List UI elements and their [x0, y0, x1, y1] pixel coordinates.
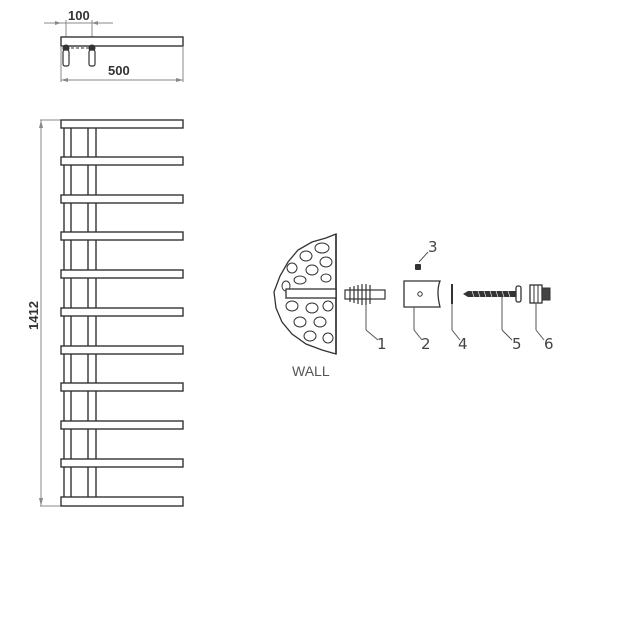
part-4-washer: 4 — [451, 284, 468, 353]
part-number-4: 4 — [458, 335, 468, 353]
part-2-bracket-block: 2 — [403, 280, 441, 353]
wall-section: WALL — [273, 233, 337, 379]
part-number-2: 2 — [421, 335, 431, 353]
part-3-grub-screw: 3 — [415, 238, 438, 270]
towel-bars — [60, 119, 184, 507]
part-number-1: 1 — [377, 335, 387, 353]
fixing-kit: WALL 1 2 — [273, 233, 554, 379]
part-6-cap-nut: 6 — [529, 284, 554, 353]
part-number-6: 6 — [544, 335, 554, 353]
part-number-5: 5 — [512, 335, 522, 353]
dim-width: 500 — [108, 63, 130, 78]
part-number-3: 3 — [428, 238, 438, 256]
part-5-screw: 5 — [463, 285, 522, 353]
top-view: 100 500 — [44, 8, 184, 82]
part-1-wall-plug: 1 — [344, 284, 387, 353]
dim-height: 1412 — [26, 301, 41, 330]
front-view: 1412 — [26, 119, 184, 507]
wall-label: WALL — [292, 363, 330, 379]
dim-bracket-spacing: 100 — [68, 8, 90, 23]
